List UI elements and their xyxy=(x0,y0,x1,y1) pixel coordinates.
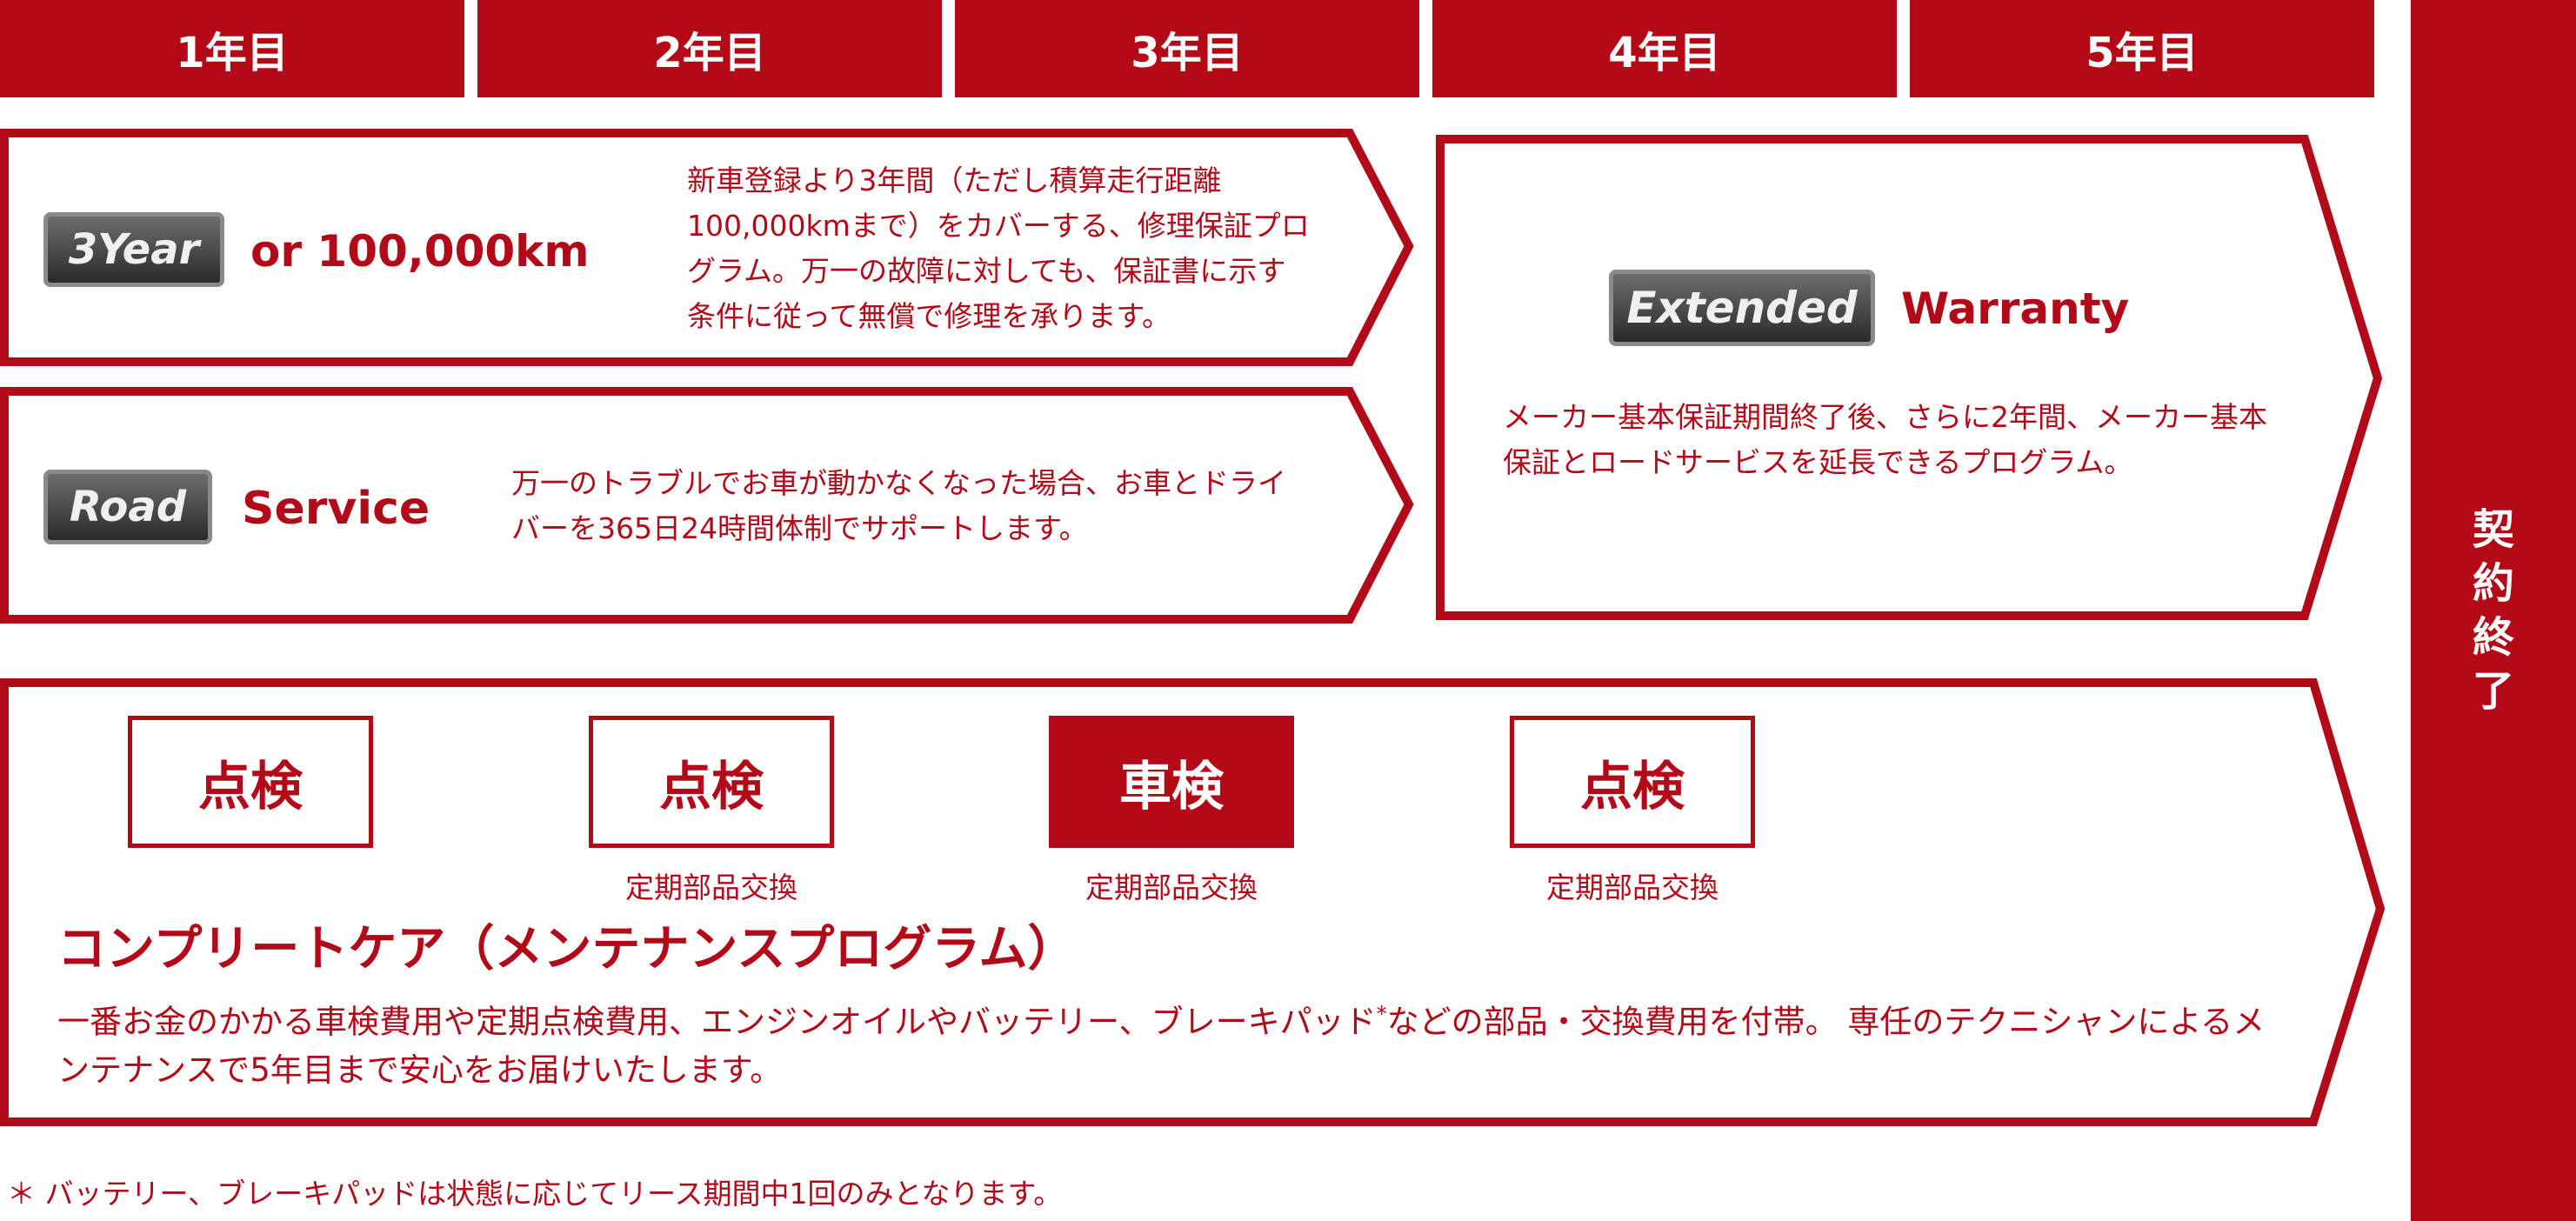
road-badge: Road xyxy=(43,470,212,544)
footnote: ＊ バッテリー、ブレーキパッドは状態に応じてリース期間中1回のみとなります。 xyxy=(7,1177,1063,1211)
asterisk-mark: * xyxy=(1376,1002,1387,1026)
warranty-3year-arrow xyxy=(0,129,1414,366)
parts-exchange-label-3: 定期部品交換 xyxy=(1085,871,1258,904)
year-header-2: 2年目 xyxy=(477,0,942,97)
road-service-description: 万一のトラブルでお車が動かなくなった場合、お車とドライバーを365日24時間体制… xyxy=(511,466,1286,545)
parts-exchange-label-2: 定期部品交換 xyxy=(625,871,797,904)
extended-warranty-arrow xyxy=(1436,135,2383,620)
3year-label: or 100,000km xyxy=(250,226,590,277)
extended-warranty-label: Warranty xyxy=(1901,284,2130,334)
contract-end-bar xyxy=(2411,0,2576,1221)
road-service-arrow xyxy=(0,387,1414,624)
3year-badge: 3Year xyxy=(43,212,224,287)
year-header-5: 5年目 xyxy=(1910,0,2374,97)
year-header-3: 3年目 xyxy=(955,0,1419,97)
complete-care-description-part2: などの部品・交換費用を付帯。 専任のテクニシャンによるメンテナンスで5年目まで安… xyxy=(57,1003,2266,1090)
inspection-box-4: 点検 xyxy=(1510,716,1755,848)
3year-description: 新車登録より3年間（ただし積算走行距離100,000kmまで）をカバーする、修理… xyxy=(687,163,1310,333)
extended-warranty-description: メーカー基本保証期間終了後、さらに2年間、メーカー基本保証とロードサービスを延長… xyxy=(1503,400,2267,479)
complete-care-description-part1: 一番お金のかかる車検費用や定期点検費用、エンジンオイルやバッテリー、ブレーキパッ… xyxy=(57,1003,1377,1041)
year-header-1: 1年目 xyxy=(0,0,464,97)
road-service-label: Service xyxy=(242,483,430,535)
complete-care-title: コンプリートケア（メンテナンスプログラム） xyxy=(57,921,1077,977)
vehicle-inspection-box: 車検 xyxy=(1049,716,1294,848)
contract-end-label: 契約終了 xyxy=(2472,505,2514,716)
inspection-box-2: 点検 xyxy=(589,716,834,848)
complete-care-description: 一番お金のかかる車検費用や定期点検費用、エンジンオイルやバッテリー、ブレーキパッ… xyxy=(57,990,2292,1095)
parts-exchange-label-4: 定期部品交換 xyxy=(1546,871,1718,904)
extended-badge: Extended xyxy=(1609,270,1875,346)
year-header-4: 4年目 xyxy=(1432,0,1897,97)
inspection-box-1: 点検 xyxy=(128,716,373,848)
complete-care-arrow xyxy=(0,678,2386,1126)
